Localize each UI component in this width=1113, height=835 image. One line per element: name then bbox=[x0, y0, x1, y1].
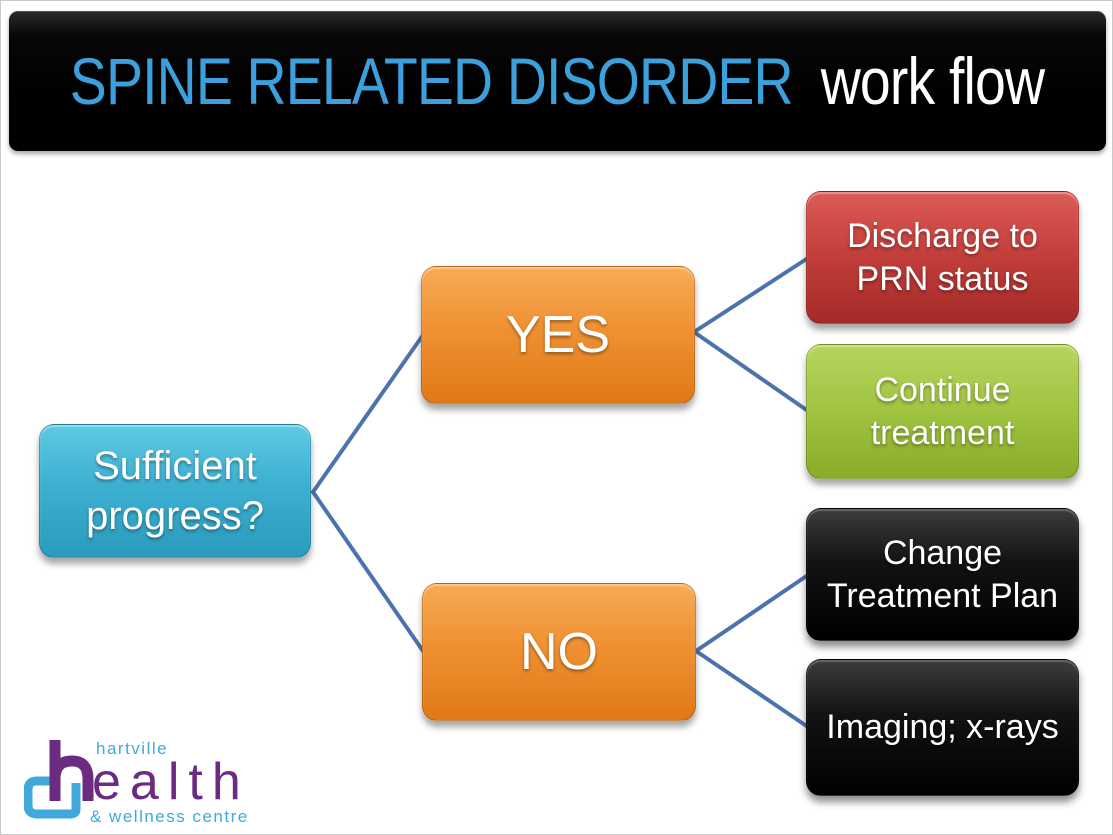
node-imaging-xrays: Imaging; x-rays bbox=[806, 659, 1079, 796]
logo-wellness-centre-text: & wellness centre bbox=[90, 807, 249, 826]
node-no: NO bbox=[422, 583, 696, 721]
node-no-label: NO bbox=[520, 622, 598, 681]
node-yes: YES bbox=[421, 266, 695, 404]
connector-root-yes bbox=[311, 333, 425, 494]
connector-root-no bbox=[311, 490, 425, 653]
node-continue-treatment: Continue treatment bbox=[806, 344, 1079, 479]
logo-hartville-text: hartville bbox=[96, 739, 168, 758]
logo-health-text: ealth bbox=[92, 753, 250, 811]
node-sufficient-progress: Sufficient progress? bbox=[39, 424, 311, 558]
page-title: SPINE RELATED DISORDER work flow bbox=[70, 43, 1045, 119]
node-yes-label: YES bbox=[505, 305, 611, 364]
connector-no-imaging bbox=[694, 649, 810, 729]
logo-heart-curl-shape bbox=[24, 776, 81, 819]
connector-yes-discharge bbox=[692, 256, 810, 334]
connector-yes-continue bbox=[692, 330, 810, 413]
node-sufficient-progress-label: Sufficient progress? bbox=[86, 444, 264, 538]
logo-h-glyph bbox=[49, 740, 94, 801]
title-suffix-text: work flow bbox=[821, 44, 1045, 118]
connector-no-change bbox=[694, 573, 810, 653]
title-banner: SPINE RELATED DISORDER work flow bbox=[9, 11, 1106, 151]
node-change-treatment-plan-label: Change Treatment Plan bbox=[826, 534, 1059, 615]
node-discharge-prn-label: Discharge to PRN status bbox=[847, 217, 1038, 298]
hartville-health-logo: hartville ealth & wellness centre bbox=[24, 739, 250, 826]
node-continue-treatment-label: Continue treatment bbox=[870, 371, 1015, 452]
node-change-treatment-plan: Change Treatment Plan bbox=[806, 508, 1079, 641]
node-discharge-prn: Discharge to PRN status bbox=[806, 191, 1079, 324]
title-highlight-text: SPINE RELATED DISORDER bbox=[70, 44, 794, 118]
node-imaging-xrays-label: Imaging; x-rays bbox=[826, 708, 1059, 747]
